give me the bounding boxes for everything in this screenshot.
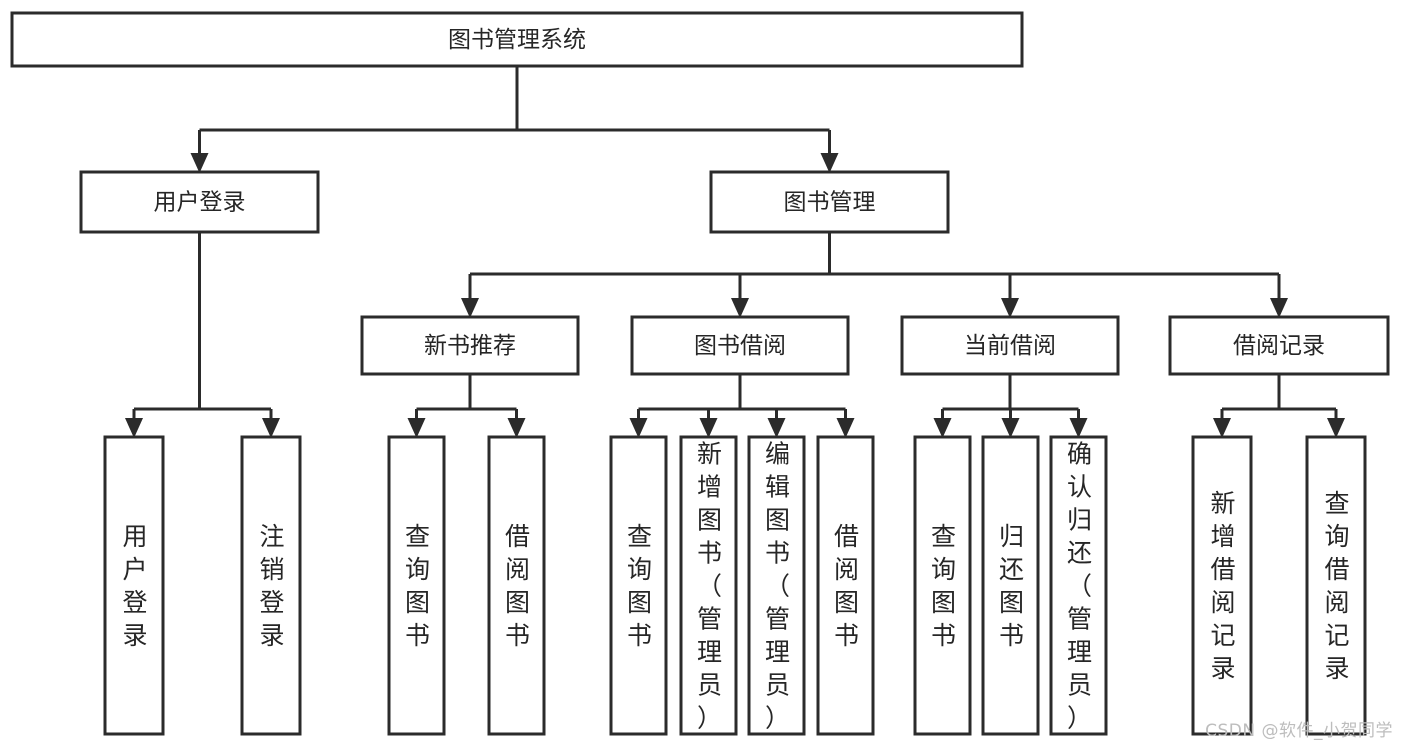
node-leaf-add-record[interactable]: 新增借阅记录 xyxy=(1191,435,1253,736)
arrow-head xyxy=(1001,298,1019,318)
node-label: 新增借阅记录 xyxy=(1210,489,1235,683)
node-box xyxy=(679,435,738,736)
node-leaf-edit-book[interactable]: 编辑图书（管理员） xyxy=(747,435,806,736)
node-box xyxy=(609,435,668,736)
node-label: 查询图书 xyxy=(405,522,430,650)
arrow-head xyxy=(262,418,280,438)
edge-group-borrow xyxy=(629,374,855,438)
node-root[interactable]: 图书管理系统 xyxy=(10,11,1024,68)
node-box xyxy=(981,435,1040,736)
node-bookmgmt[interactable]: 图书管理 xyxy=(709,170,950,234)
node-label: 图书借阅 xyxy=(694,333,786,359)
node-box xyxy=(1191,435,1253,736)
arrow-head xyxy=(1001,418,1020,438)
edge-group-login xyxy=(125,232,280,438)
node-box xyxy=(79,170,320,234)
node-leaf-query-book-current[interactable]: 查询图书 xyxy=(913,435,972,736)
node-box xyxy=(709,170,950,234)
arrow-head xyxy=(407,418,426,438)
node-label: 当前借阅 xyxy=(964,333,1056,359)
node-leaf-borrow-book-new[interactable]: 借阅图书 xyxy=(487,435,546,736)
arrow-head xyxy=(507,418,526,438)
node-box xyxy=(900,315,1120,376)
edge-group-bookmgmt xyxy=(461,232,1288,318)
node-box xyxy=(913,435,972,736)
node-login[interactable]: 用户登录 xyxy=(79,170,320,234)
node-box xyxy=(1049,435,1108,736)
node-leaf-confirm-return[interactable]: 确认归还（管理员） xyxy=(1049,435,1108,736)
node-leaf-user-logout[interactable]: 注销登录 xyxy=(240,435,302,736)
arrow-head xyxy=(731,298,749,318)
node-leaf-query-book-new[interactable]: 查询图书 xyxy=(387,435,446,736)
edge-group-current xyxy=(933,374,1088,438)
arrow-head xyxy=(629,418,648,438)
node-label: 用户登录 xyxy=(122,522,147,650)
arrow-head xyxy=(1069,418,1088,438)
arrow-head xyxy=(767,418,786,438)
node-box xyxy=(487,435,546,736)
edges-layer xyxy=(125,66,1345,438)
edge-group-newbook xyxy=(407,374,526,438)
node-label: 图书管理系统 xyxy=(448,27,586,53)
arrow-head xyxy=(933,418,952,438)
arrow-head xyxy=(836,418,855,438)
node-leaf-return-book[interactable]: 归还图书 xyxy=(981,435,1040,736)
arrow-head xyxy=(190,153,209,173)
arrow-head xyxy=(1270,298,1288,318)
node-leaf-user-login[interactable]: 用户登录 xyxy=(103,435,165,736)
node-box xyxy=(10,11,1024,68)
arrow-head xyxy=(1327,418,1345,438)
node-leaf-query-record[interactable]: 查询借阅记录 xyxy=(1305,435,1367,736)
node-box xyxy=(630,315,850,376)
node-label: 归还图书 xyxy=(999,522,1024,650)
nodes-layer: 图书管理系统用户登录图书管理新书推荐图书借阅当前借阅借阅记录用户登录注销登录查询… xyxy=(10,11,1390,736)
node-label: 确认归还（管理员） xyxy=(1067,440,1092,733)
node-box xyxy=(240,435,302,736)
node-box xyxy=(360,315,580,376)
node-label: 注销登录 xyxy=(259,522,284,650)
node-records[interactable]: 借阅记录 xyxy=(1168,315,1390,376)
node-box xyxy=(387,435,446,736)
node-current[interactable]: 当前借阅 xyxy=(900,315,1120,376)
arrow-head xyxy=(461,298,479,318)
node-label: 借阅记录 xyxy=(1233,333,1325,359)
node-box xyxy=(747,435,806,736)
node-box xyxy=(816,435,875,736)
edge-group-records xyxy=(1213,374,1345,438)
node-label: 图书管理 xyxy=(784,190,876,216)
node-label: 新增图书（管理员） xyxy=(697,440,722,733)
arrow-head xyxy=(820,153,839,173)
node-box xyxy=(1168,315,1390,376)
node-leaf-query-book-borrow[interactable]: 查询图书 xyxy=(609,435,668,736)
node-borrow[interactable]: 图书借阅 xyxy=(630,315,850,376)
node-leaf-add-book[interactable]: 新增图书（管理员） xyxy=(679,435,738,736)
edge-group-root xyxy=(190,66,839,173)
node-label: 查询借阅记录 xyxy=(1324,489,1349,683)
node-label: 查询图书 xyxy=(627,522,652,650)
node-label: 借阅图书 xyxy=(834,522,859,650)
node-label: 查询图书 xyxy=(931,522,956,650)
node-leaf-borrow-book[interactable]: 借阅图书 xyxy=(816,435,875,736)
node-box xyxy=(103,435,165,736)
node-box xyxy=(1305,435,1367,736)
node-newbook[interactable]: 新书推荐 xyxy=(360,315,580,376)
arrow-head xyxy=(1213,418,1231,438)
node-label: 借阅图书 xyxy=(505,522,530,650)
node-label: 编辑图书（管理员） xyxy=(765,440,790,733)
arrow-head xyxy=(699,418,718,438)
node-label: 新书推荐 xyxy=(424,333,516,359)
arrow-head xyxy=(125,418,143,438)
node-label: 用户登录 xyxy=(154,190,246,216)
